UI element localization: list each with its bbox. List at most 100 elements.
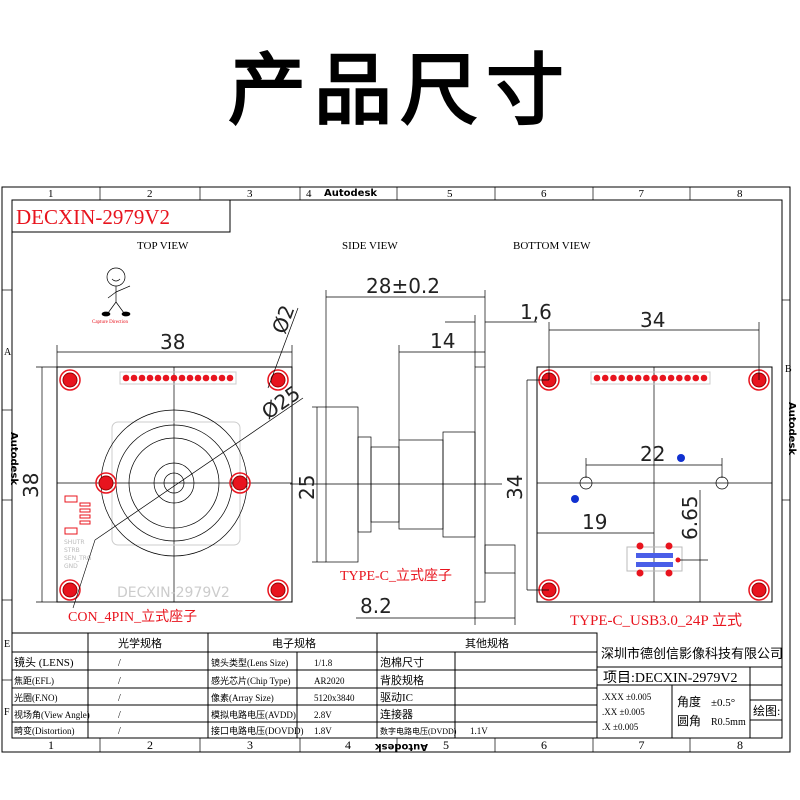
electronic-spec-value: 5120x3840: [314, 693, 355, 703]
angle-label: 角度: [677, 694, 701, 709]
optical-spec-value: /: [118, 710, 121, 721]
type-c-label: TYPE-C_立式座子: [340, 568, 452, 584]
model-name: DECXIN-2979V2: [16, 205, 170, 229]
row-label-f: F: [4, 707, 10, 718]
usb-connector: [626, 542, 683, 577]
header-pin: [700, 374, 708, 382]
dim-bottom-6-65: 6.65: [678, 495, 702, 540]
header-pin: [210, 374, 218, 382]
spec-table: [11, 632, 782, 739]
header-pin: [226, 374, 234, 382]
dim-side-14: 14: [430, 329, 455, 353]
optical-spec-name: 镜头 (LENS): [14, 655, 74, 669]
side-view: [290, 290, 537, 625]
autodesk-watermark-right: Autodesk: [786, 402, 797, 455]
dim-bottom-22: 22: [640, 442, 665, 466]
tolerance-xxx: .XXX ±0.005: [602, 692, 652, 702]
dim-bottom-width: 34: [640, 308, 665, 332]
dim-bottom-19: 19: [582, 510, 607, 534]
page-title: 产品尺寸: [227, 46, 572, 136]
tolerance-xx: .XX ±0.005: [602, 707, 645, 717]
header-pin: [194, 374, 202, 382]
bottom-view: [526, 322, 773, 603]
dim-hole-diameter: Ø2: [267, 302, 299, 337]
mounting-hole-ring: [267, 369, 289, 391]
header-pin: [593, 374, 601, 382]
pin-label: GND: [64, 563, 78, 570]
pin-label: SHUTR: [64, 539, 85, 546]
header-pin: [170, 374, 178, 382]
dim-pcb-thickness: 1,6: [520, 300, 552, 324]
electronic-spec-value: AR2020: [314, 676, 345, 686]
header-pin: [651, 374, 658, 382]
other-spec-name: 数字电路电压(DVDD): [380, 726, 457, 736]
mounting-hole-pad: [62, 372, 78, 388]
mounting-hole-ring: [229, 472, 251, 494]
row-label-e: E: [4, 639, 10, 650]
dim-side-8-2: 8.2: [360, 594, 392, 618]
electronic-spec-value: 2.8V: [314, 710, 332, 720]
electronic-header: 电子规格: [272, 636, 316, 650]
column-number-bottom: 3: [247, 738, 253, 752]
dim-side-length: 28±0.2: [366, 274, 440, 298]
column-number-bottom: 4: [345, 738, 351, 752]
radius-value: R0.5mm: [711, 717, 746, 728]
electronic-spec-name: 接口电路电压(DOVDD): [211, 725, 304, 736]
autodesk-watermark-bottom: Autodesk: [375, 741, 428, 752]
mounting-hole-pad: [232, 475, 248, 491]
column-number-bottom: 7: [639, 738, 645, 752]
header-pin: [692, 374, 700, 382]
drawn-by-label: 绘图:: [753, 703, 780, 718]
other-spec-name: 驱动IC: [380, 691, 413, 704]
electronic-spec-name: 模拟电路电压(AVDD): [211, 709, 296, 720]
column-number-top: 6: [541, 188, 547, 200]
other-spec-name: 连接器: [380, 708, 413, 721]
radius-label: 圆角: [677, 714, 701, 728]
header-pin: [618, 374, 625, 382]
project-name: 项目:DECXIN-2979V2: [603, 671, 738, 686]
mounting-hole-pad: [751, 582, 767, 598]
pin-header-outline: [119, 371, 237, 385]
electronic-spec-value: 1/1.8: [314, 658, 333, 668]
header-pin: [154, 374, 162, 382]
column-number-bottom: 1: [48, 738, 54, 752]
header-pin: [601, 374, 609, 382]
bottom-view-label: BOTTOM VIEW: [513, 240, 591, 252]
dim-top-width: 38: [160, 330, 185, 354]
pin-header-outline: [590, 371, 711, 385]
column-number-bottom: 6: [541, 738, 547, 752]
column-number-top: 4: [306, 188, 312, 200]
angle-value: ±0.5°: [711, 697, 735, 709]
optical-spec-name: 视场角(View Angle): [14, 709, 90, 720]
optical-spec-name: 光圈(F.NO): [14, 692, 58, 703]
autodesk-watermark-top: Autodesk: [324, 188, 377, 199]
header-pin: [610, 374, 617, 382]
top-pcb-outline: [56, 366, 293, 603]
mounting-hole-ring: [95, 472, 117, 494]
pcb-silk-model: DECXIN-2979V2: [117, 585, 230, 601]
optical-header: 光学规格: [118, 636, 162, 650]
column-number-top: 2: [147, 188, 153, 200]
other-spec-name: 背胶规格: [380, 673, 424, 687]
column-number-top: 8: [737, 188, 743, 200]
optical-spec-value: /: [118, 693, 121, 704]
dim-top-height: 38: [19, 473, 43, 498]
column-number-top: 3: [247, 188, 253, 200]
tolerance-x: .X ±0.005: [602, 722, 639, 732]
header-pin: [146, 374, 154, 382]
capture-direction-figure: [101, 267, 131, 317]
other-spec-name: 泡棉尺寸: [380, 655, 424, 669]
con-4pin-label: CON_4PIN_立式座子: [68, 609, 197, 625]
usb-connector-label: TYPE-C_USB3.0_24P 立式: [570, 612, 742, 629]
autodesk-watermark-left: Autodesk: [8, 432, 19, 485]
pin-label: STRB: [64, 547, 80, 554]
header-pin: [130, 374, 138, 382]
dim-lens-diameter: Ø25: [257, 381, 305, 424]
mounting-hole-pad: [98, 475, 114, 491]
header-pin: [667, 374, 675, 382]
blue-marker: [677, 454, 685, 462]
header-pin: [122, 374, 130, 382]
mounting-hole-pad: [270, 582, 286, 598]
company-name: 深圳市德创信影像科技有限公司: [601, 646, 783, 661]
